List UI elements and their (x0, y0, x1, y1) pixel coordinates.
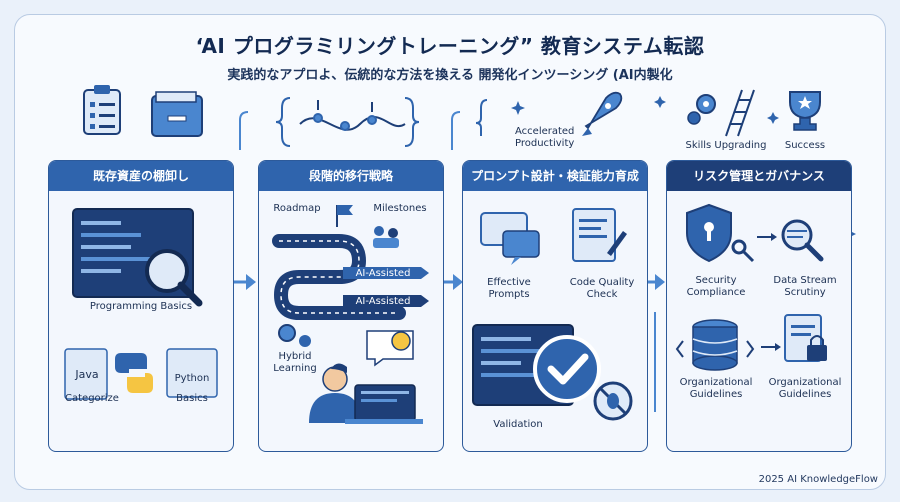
code-quality-label: Code Quality Check (569, 277, 635, 300)
database-icon (692, 319, 738, 371)
governance-illustration (675, 203, 827, 371)
python-folder-icon (166, 348, 218, 398)
trophy-icon (789, 91, 821, 131)
panel-header: プロンプト設計・検証能力育成 (463, 161, 647, 191)
programming-basics-label: Programming Basics (89, 301, 193, 312)
pencil-icon (607, 231, 627, 256)
panel-inventory: 既存資産の棚卸し Programming Basics Java Categor… (48, 160, 234, 452)
org-guidelines-label-1: Organizational Guidelines (679, 377, 753, 400)
roadmap-illustration (272, 205, 429, 424)
magnifier-icon (145, 249, 189, 293)
validation-label: Validation (493, 419, 543, 430)
ai-assisted-label-2: AI-Assisted (355, 296, 411, 307)
python-label: Python (174, 373, 210, 384)
flag-icon (337, 205, 353, 215)
code-screen-icon (64, 208, 218, 400)
lightbulb-icon (391, 331, 411, 351)
key-icon (731, 239, 747, 255)
panel-prompt-design: プロンプト設計・検証能力育成 Effective Prompts Code Qu… (462, 160, 648, 452)
org-guidelines-label-2: Organizational Guidelines (768, 377, 842, 400)
panel-risk-governance: リスク管理とガバナンス Security Compliance Data Str… (666, 160, 852, 452)
panel-migration: 段階的移行戦略 Roadmap Milestones AI-Assisted A… (258, 160, 444, 452)
main-title: ‘AI プログラミリングトレーニング” 教育システム転認 (195, 34, 705, 58)
java-file-icon (64, 348, 108, 400)
ladder-icon (725, 89, 755, 137)
security-label: Security Compliance (686, 275, 746, 298)
people-icon (374, 226, 384, 236)
milestones-label: Milestones (373, 203, 427, 214)
prompt-illustration (472, 208, 633, 421)
subtitle: 実践的なアプロよ、伝統的な方法を換える 開発化インツーシング (AI内製化 (227, 68, 673, 83)
magnifier-icon (781, 219, 813, 251)
ai-assisted-arrow (343, 295, 429, 307)
basics-label: Basics (176, 393, 208, 404)
skills-label: Skills Upgrading (685, 140, 767, 151)
java-label: Java (75, 368, 99, 381)
rocket-icon (582, 91, 623, 136)
checkmark-icon (533, 335, 601, 403)
gear-icon (278, 324, 296, 342)
folder-icon (151, 91, 203, 137)
roadmap-bracket-icon (275, 97, 420, 147)
gear-icon (687, 94, 716, 125)
panel-header: 既存資産の棚卸し (49, 161, 233, 191)
lock-icon (807, 345, 827, 361)
panel-header: 段階的移行戦略 (259, 161, 443, 191)
categorize-label: Categorize (65, 393, 119, 404)
hybrid-learning-label: Hybrid Learning (273, 351, 317, 374)
data-stream-label: Data Stream Scrutiny (773, 275, 837, 298)
laptop-icon (354, 384, 416, 422)
ai-assisted-label-1: AI-Assisted (355, 268, 411, 279)
roadmap-label: Roadmap (273, 203, 321, 214)
accelerated-label: Accelerated Productivity (515, 126, 575, 149)
success-label: Success (784, 140, 826, 151)
credit-text: 2025 AI KnowledgeFlow (758, 474, 878, 485)
effective-prompts-label: Effective Prompts (487, 277, 531, 300)
clipboard-icon (83, 85, 121, 135)
python-logo-icon (115, 353, 153, 393)
ai-assisted-arrow (343, 267, 429, 279)
brace-icon (475, 99, 488, 136)
panel-header: リスク管理とガバナンス (667, 161, 851, 191)
